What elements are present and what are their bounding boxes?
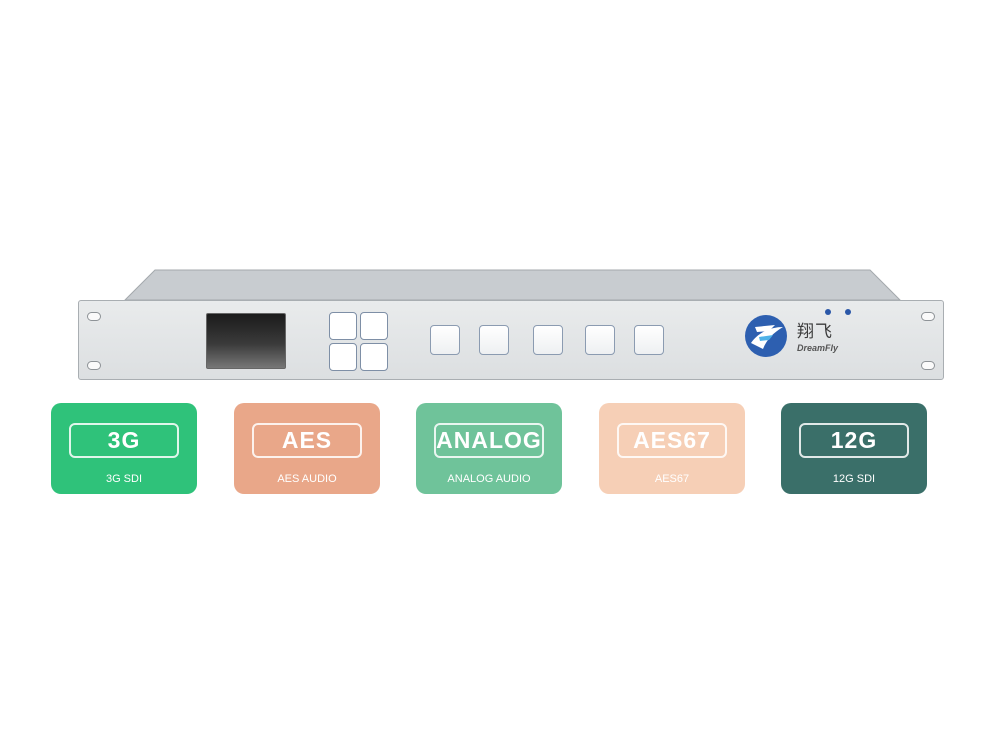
nav-key-up-right[interactable]: [360, 312, 388, 340]
nav-key-down-left[interactable]: [329, 343, 357, 371]
function-button-1[interactable]: [430, 325, 460, 355]
card-analog: ANALOG ANALOG AUDIO: [416, 403, 562, 494]
card-aes67: AES67 AES67: [599, 403, 745, 494]
brand-name-chinese: 翔飞: [797, 322, 833, 341]
nav-key-down-right[interactable]: [360, 343, 388, 371]
function-button-5[interactable]: [634, 325, 664, 355]
card-title: 12G: [799, 423, 909, 458]
function-button-2[interactable]: [479, 325, 509, 355]
card-title: ANALOG: [434, 423, 544, 458]
card-3g: 3G 3G SDI: [51, 403, 197, 494]
card-subtitle: 12G SDI: [832, 473, 876, 485]
brand-logo-icon: [745, 315, 787, 357]
card-12g: 12G 12G SDI: [781, 403, 927, 494]
navigation-keypad: [329, 312, 391, 372]
rack-unit: 翔飞 DreamFly: [78, 269, 944, 380]
card-subtitle: AES67: [654, 473, 690, 485]
card-subtitle: AES AUDIO: [277, 473, 337, 485]
mount-hole: [921, 312, 935, 321]
front-panel: 翔飞 DreamFly: [78, 300, 944, 380]
card-aes: AES AES AUDIO: [234, 403, 380, 494]
chassis-top: [123, 269, 902, 301]
status-led: [845, 309, 851, 315]
card-title: 3G: [69, 423, 179, 458]
brand-name-english: DreamFly: [797, 343, 839, 353]
function-button-4[interactable]: [585, 325, 615, 355]
mount-hole: [87, 361, 101, 370]
card-title: AES67: [617, 423, 727, 458]
mount-hole: [87, 312, 101, 321]
card-title: AES: [252, 423, 362, 458]
card-subtitle: ANALOG AUDIO: [447, 473, 531, 485]
nav-key-up-left[interactable]: [329, 312, 357, 340]
card-subtitle: 3G SDI: [105, 473, 143, 485]
lcd-display: [206, 313, 286, 369]
mount-hole: [921, 361, 935, 370]
function-button-3[interactable]: [533, 325, 563, 355]
status-led: [825, 309, 831, 315]
